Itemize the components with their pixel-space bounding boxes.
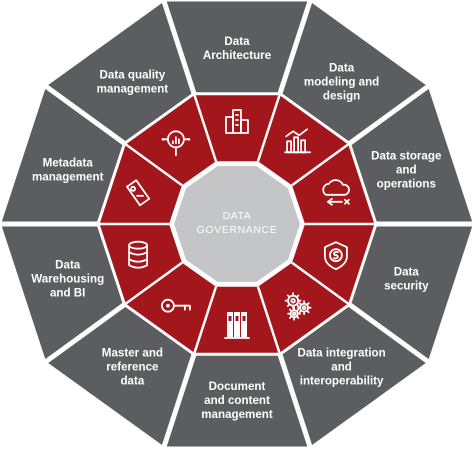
outer-divider xyxy=(41,302,127,366)
outer-divider xyxy=(347,82,433,146)
inner-divider xyxy=(291,142,351,187)
cloud-storage-icon xyxy=(322,179,350,206)
label-security-line: Data xyxy=(394,265,420,278)
outer-divider xyxy=(347,302,433,366)
inner-divider xyxy=(192,93,218,162)
label-document-line: Document xyxy=(209,380,266,393)
segment-architecture xyxy=(164,1,310,94)
inner-segment-master xyxy=(124,262,216,355)
hub-label-line2: GOVERNANCE xyxy=(197,224,278,236)
segment-security xyxy=(349,224,473,362)
outer-divider xyxy=(277,0,314,95)
outer-divider xyxy=(160,353,197,449)
label-modeling-line: Data xyxy=(329,62,355,75)
segment-quality xyxy=(46,1,194,144)
segment-integration xyxy=(280,304,428,447)
label-integration-line: and xyxy=(331,360,352,373)
label-integration-line: interoperability xyxy=(300,374,384,387)
inner-segment-quality xyxy=(124,93,216,186)
label-quality-line: Data quality xyxy=(100,69,166,82)
ring-separator xyxy=(96,92,378,356)
shield-icon xyxy=(323,241,348,271)
label-master-line: reference xyxy=(106,360,159,373)
segment-warehousing xyxy=(1,224,125,362)
label-modeling-line: design xyxy=(323,90,360,103)
inner-divider xyxy=(256,93,282,162)
label-storage-line: operations xyxy=(377,178,436,191)
inner-divider xyxy=(123,261,183,306)
outer-divider xyxy=(277,353,314,449)
label-quality-line: management xyxy=(97,83,169,96)
label-security-line: security xyxy=(384,279,429,292)
hub-label-line1: DATA xyxy=(223,210,252,222)
database-icon xyxy=(128,240,149,269)
label-metadata-line: Metadata xyxy=(43,157,94,170)
label-warehousing-line: and BI xyxy=(50,286,85,299)
label-document-line: and content xyxy=(204,394,270,407)
label-warehousing-line: Data xyxy=(55,258,81,271)
gears-icon xyxy=(284,292,312,321)
label-master-line: data xyxy=(120,374,144,387)
label-warehousing-line: Warehousing xyxy=(31,272,104,285)
label-integration-line: Data integration xyxy=(297,346,385,359)
outer-divider xyxy=(41,82,127,146)
inner-divider xyxy=(291,261,351,306)
inner-divider xyxy=(192,286,218,355)
magnifier-chart-icon xyxy=(161,130,191,157)
inner-divider xyxy=(123,142,183,187)
label-document-line: management xyxy=(201,408,273,421)
inner-segment-architecture xyxy=(194,93,280,162)
label-master-line: Master and xyxy=(102,346,163,359)
tag-icon xyxy=(126,179,151,207)
segment-metadata xyxy=(1,86,125,224)
outer-divider xyxy=(160,0,197,95)
inner-divider xyxy=(256,286,282,355)
hub-decagon xyxy=(169,162,305,286)
label-architecture-line: Architecture xyxy=(203,49,272,62)
label-storage-line: and xyxy=(396,164,417,177)
bar-chart-icon xyxy=(284,128,312,154)
segment-storage xyxy=(349,86,473,224)
segment-master xyxy=(46,304,194,447)
label-storage-line: Data storage xyxy=(371,150,442,163)
binders-icon xyxy=(224,312,250,339)
segment-modeling xyxy=(280,1,428,144)
label-modeling-line: modeling and xyxy=(304,76,379,89)
label-metadata-line: management xyxy=(32,171,104,184)
segment-document xyxy=(164,354,310,447)
label-architecture-line: Data xyxy=(224,35,250,48)
key-icon xyxy=(160,298,191,313)
icons xyxy=(126,109,350,339)
buildings-icon xyxy=(225,109,249,134)
